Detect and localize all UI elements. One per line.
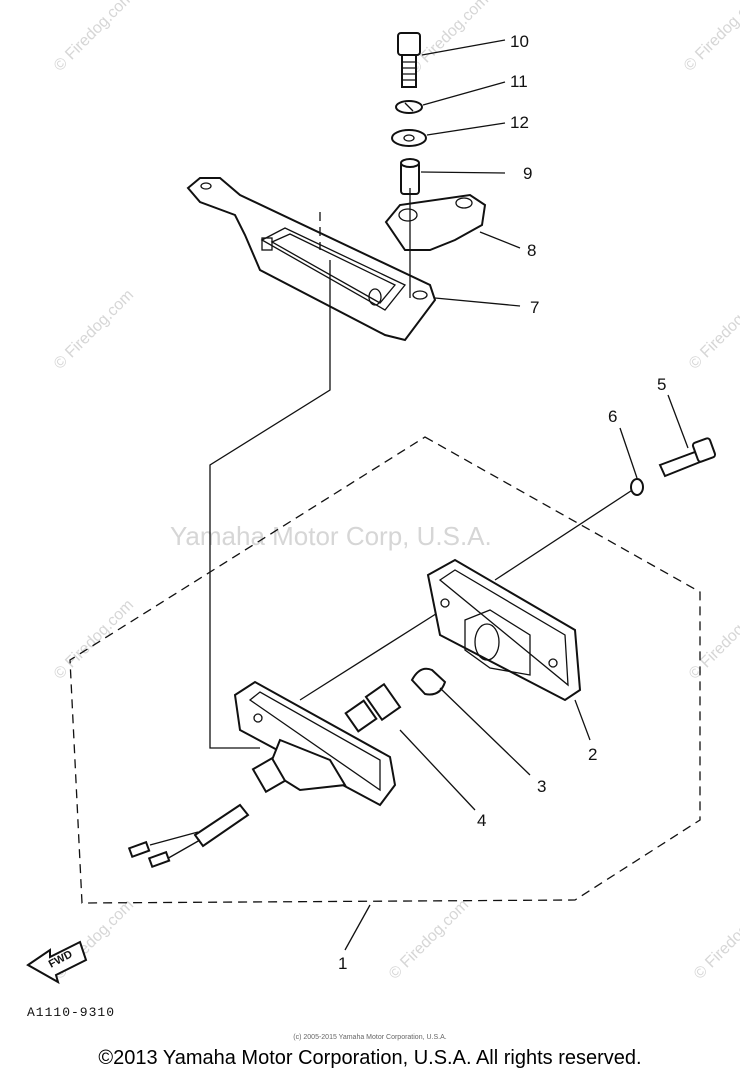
callout-2: 2 xyxy=(588,745,597,764)
callout-1: 1 xyxy=(338,954,347,973)
callout-12: 12 xyxy=(510,113,529,132)
small-copyright: (c) 2005-2015 Yamaha Motor Corporation, … xyxy=(293,1034,446,1041)
watermark: © Firedog.com xyxy=(681,0,740,75)
watermark: © Firedog.com xyxy=(51,0,137,75)
alignment-lines xyxy=(209,188,641,749)
screw-5 xyxy=(658,437,717,478)
callout-7: 7 xyxy=(530,298,539,317)
bolt-10 xyxy=(397,32,421,88)
light-base xyxy=(127,680,397,869)
callout-10: 10 xyxy=(510,32,529,51)
washer-6 xyxy=(630,478,644,496)
watermark: © Firedog.com xyxy=(686,596,740,682)
callout-8: 8 xyxy=(527,241,536,260)
leader-lines xyxy=(344,39,689,951)
watermark: © Firedog.com xyxy=(51,286,137,372)
footer-copyright: ©2013 Yamaha Motor Corporation, U.S.A. A… xyxy=(98,1047,642,1069)
lens-2 xyxy=(426,558,582,702)
callout-6: 6 xyxy=(608,407,617,426)
washer-12 xyxy=(391,129,427,147)
watermark-yamaha: Yamaha Motor Corp, U.S.A. xyxy=(170,521,492,551)
watermark: © Firedog.com xyxy=(686,286,740,372)
watermark: © Firedog.com xyxy=(51,596,137,682)
assembly-boundary xyxy=(69,436,701,904)
callout-11: 11 xyxy=(510,72,528,91)
mounting-bracket-7 xyxy=(186,177,437,342)
socket-4 xyxy=(344,682,402,733)
callout-4: 4 xyxy=(477,811,486,830)
bulb-3 xyxy=(410,667,447,696)
fwd-arrow-icon: FWD xyxy=(26,940,88,985)
callout-9: 9 xyxy=(523,164,532,183)
watermark: © Firedog.com xyxy=(386,896,472,982)
diagram-code: A1110-9310 xyxy=(27,1005,115,1020)
bracket-arm-8 xyxy=(384,193,487,251)
collar-9 xyxy=(400,158,420,195)
watermark: © Firedog.com xyxy=(691,896,740,982)
callout-5: 5 xyxy=(657,375,666,394)
callout-3: 3 xyxy=(537,777,546,796)
lock-washer-11 xyxy=(395,100,423,114)
